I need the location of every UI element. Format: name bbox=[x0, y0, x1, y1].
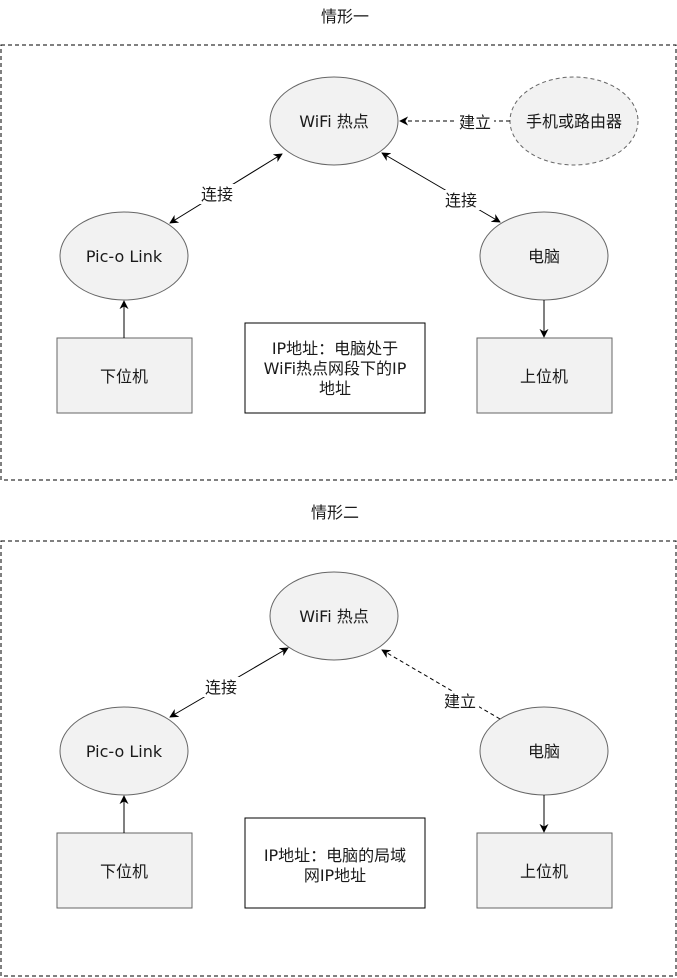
scenario1-title: 情形一 bbox=[321, 7, 369, 26]
ip-note-line-2: WiFi热点网段下的IP bbox=[264, 359, 407, 378]
phone-router-node[interactable]: 手机或路由器 bbox=[509, 76, 639, 166]
master-computer-label-2: 上位机 bbox=[520, 862, 568, 881]
slave-device-node[interactable]: 下位机 bbox=[56, 337, 193, 414]
picolink-label: Pic-o Link bbox=[86, 247, 163, 266]
connect-label-2: 连接 bbox=[205, 678, 237, 697]
ip-note2-line-1: IP地址：电脑的局域 bbox=[264, 846, 406, 865]
master-computer-label: 上位机 bbox=[520, 367, 568, 386]
picolink-node-2[interactable]: Pic-o Link bbox=[59, 706, 189, 796]
establish-label: 建立 bbox=[459, 113, 491, 132]
ip-note-box-2: IP地址：电脑的局域 网IP地址 bbox=[244, 817, 426, 909]
pc-label: 电脑 bbox=[528, 247, 560, 266]
pc-node[interactable]: 电脑 bbox=[479, 211, 609, 301]
establish-label-2: 建立 bbox=[444, 692, 476, 711]
wifi-hotspot-node-2[interactable]: WiFi 热点 bbox=[269, 571, 399, 661]
master-computer-node-2[interactable]: 上位机 bbox=[476, 832, 613, 909]
wifi-hotspot-label: WiFi 热点 bbox=[299, 112, 369, 131]
connect-left-label-bg bbox=[198, 184, 236, 204]
slave-device-node-2[interactable]: 下位机 bbox=[56, 832, 193, 909]
establish-arrow-2 bbox=[381, 649, 501, 720]
ip-note-box: IP地址：电脑处于 WiFi热点网段下的IP 地址 bbox=[244, 322, 426, 414]
connect-right-label-bg bbox=[442, 190, 480, 210]
connect-left-label: 连接 bbox=[201, 185, 233, 204]
pc-label-2: 电脑 bbox=[528, 742, 560, 761]
slave-device-label-2: 下位机 bbox=[100, 862, 148, 881]
wifi-hotspot-node[interactable]: WiFi 热点 bbox=[269, 76, 399, 166]
connect-label-bg-2 bbox=[202, 677, 240, 697]
wifi-hotspot-label-2: WiFi 热点 bbox=[299, 607, 369, 626]
phone-router-label: 手机或路由器 bbox=[526, 112, 622, 131]
ip-note-line-1: IP地址：电脑处于 bbox=[272, 339, 398, 358]
ip-note2-line-2: 网IP地址 bbox=[304, 866, 366, 885]
picolink-label-2: Pic-o Link bbox=[86, 742, 163, 761]
connect-right-label: 连接 bbox=[445, 191, 477, 210]
slave-device-label: 下位机 bbox=[100, 367, 148, 386]
scenario2-title: 情形二 bbox=[311, 503, 359, 522]
establish-label-bg bbox=[456, 112, 494, 132]
picolink-node[interactable]: Pic-o Link bbox=[59, 211, 189, 301]
ip-note-line-3: 地址 bbox=[319, 379, 351, 398]
scenario1-frame bbox=[0, 44, 677, 481]
pc-node-2[interactable]: 电脑 bbox=[479, 706, 609, 796]
master-computer-node[interactable]: 上位机 bbox=[476, 337, 613, 414]
connect-arrow-right bbox=[381, 152, 501, 223]
scenario2-frame bbox=[0, 540, 677, 977]
establish-label-bg-2 bbox=[441, 691, 479, 711]
